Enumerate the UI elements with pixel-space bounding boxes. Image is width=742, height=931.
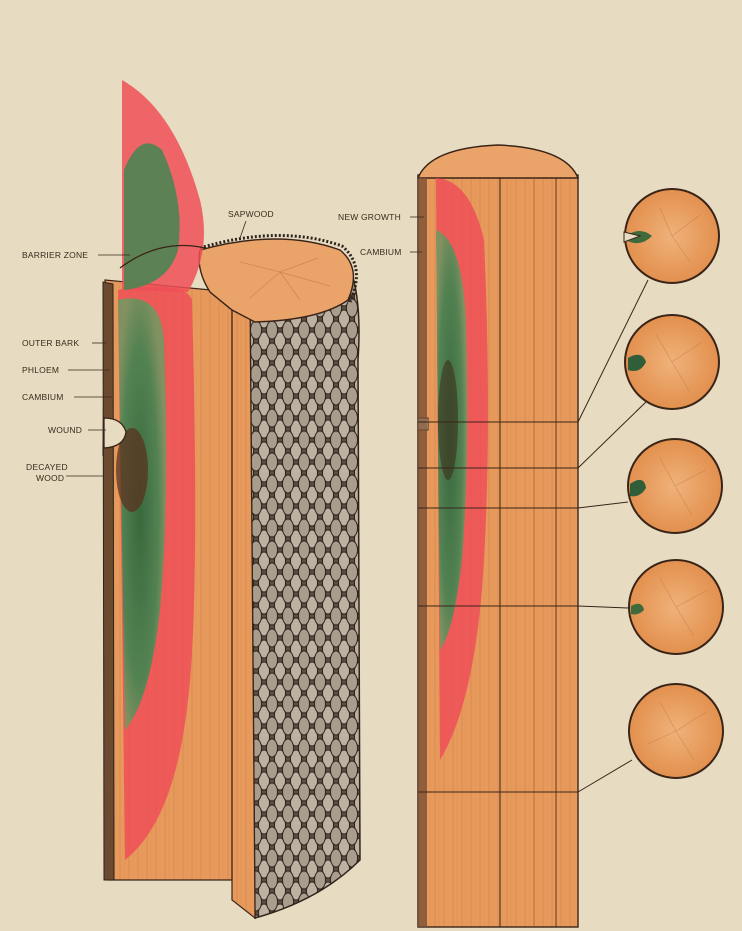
top-end-grain bbox=[198, 238, 355, 323]
right-log-top bbox=[416, 144, 580, 179]
label-decayed-wood-1: DECAYED bbox=[26, 462, 68, 472]
label-outer-bark: OUTER BARK bbox=[22, 338, 79, 348]
decayed-wood-core bbox=[116, 428, 148, 512]
wound-notch bbox=[103, 417, 127, 449]
left-bark-edge bbox=[102, 281, 115, 881]
section-3 bbox=[627, 438, 723, 534]
right-decayed-core bbox=[438, 360, 458, 480]
decay-column bbox=[118, 298, 167, 730]
label-decayed-wood-2: WOOD bbox=[36, 473, 64, 483]
end-grain-rays bbox=[239, 257, 331, 301]
right-labels: NEW GROWTH CAMBIUM bbox=[338, 212, 424, 257]
label-phloem: PHLOEM bbox=[22, 365, 59, 375]
label-barrier-zone: BARRIER ZONE bbox=[22, 250, 88, 260]
top-bark-rim bbox=[199, 233, 358, 303]
left-labels: SAPWOOD BARRIER ZONE OUTER BARK PHLOEM C… bbox=[22, 209, 274, 483]
section-5 bbox=[628, 683, 724, 779]
section-4 bbox=[628, 559, 724, 655]
section-cut-lines bbox=[418, 421, 578, 793]
right-log bbox=[416, 144, 580, 928]
label-wound: WOUND bbox=[48, 425, 82, 435]
barrier-zone-projection-green bbox=[124, 143, 180, 290]
outer-bark-surface bbox=[249, 267, 361, 919]
label-sapwood: SAPWOOD bbox=[228, 209, 274, 219]
section-1 bbox=[623, 188, 720, 284]
left-log bbox=[102, 80, 361, 920]
label-cambium-right: CAMBIUM bbox=[360, 247, 402, 257]
cross-sections bbox=[577, 188, 724, 793]
right-bark-edge bbox=[418, 178, 427, 927]
section-2 bbox=[624, 314, 720, 410]
label-cambium-left: CAMBIUM bbox=[22, 392, 64, 402]
barrier-zone-projection-top bbox=[119, 244, 206, 269]
section-leaders bbox=[577, 279, 649, 793]
label-new-growth: NEW GROWTH bbox=[338, 212, 401, 222]
